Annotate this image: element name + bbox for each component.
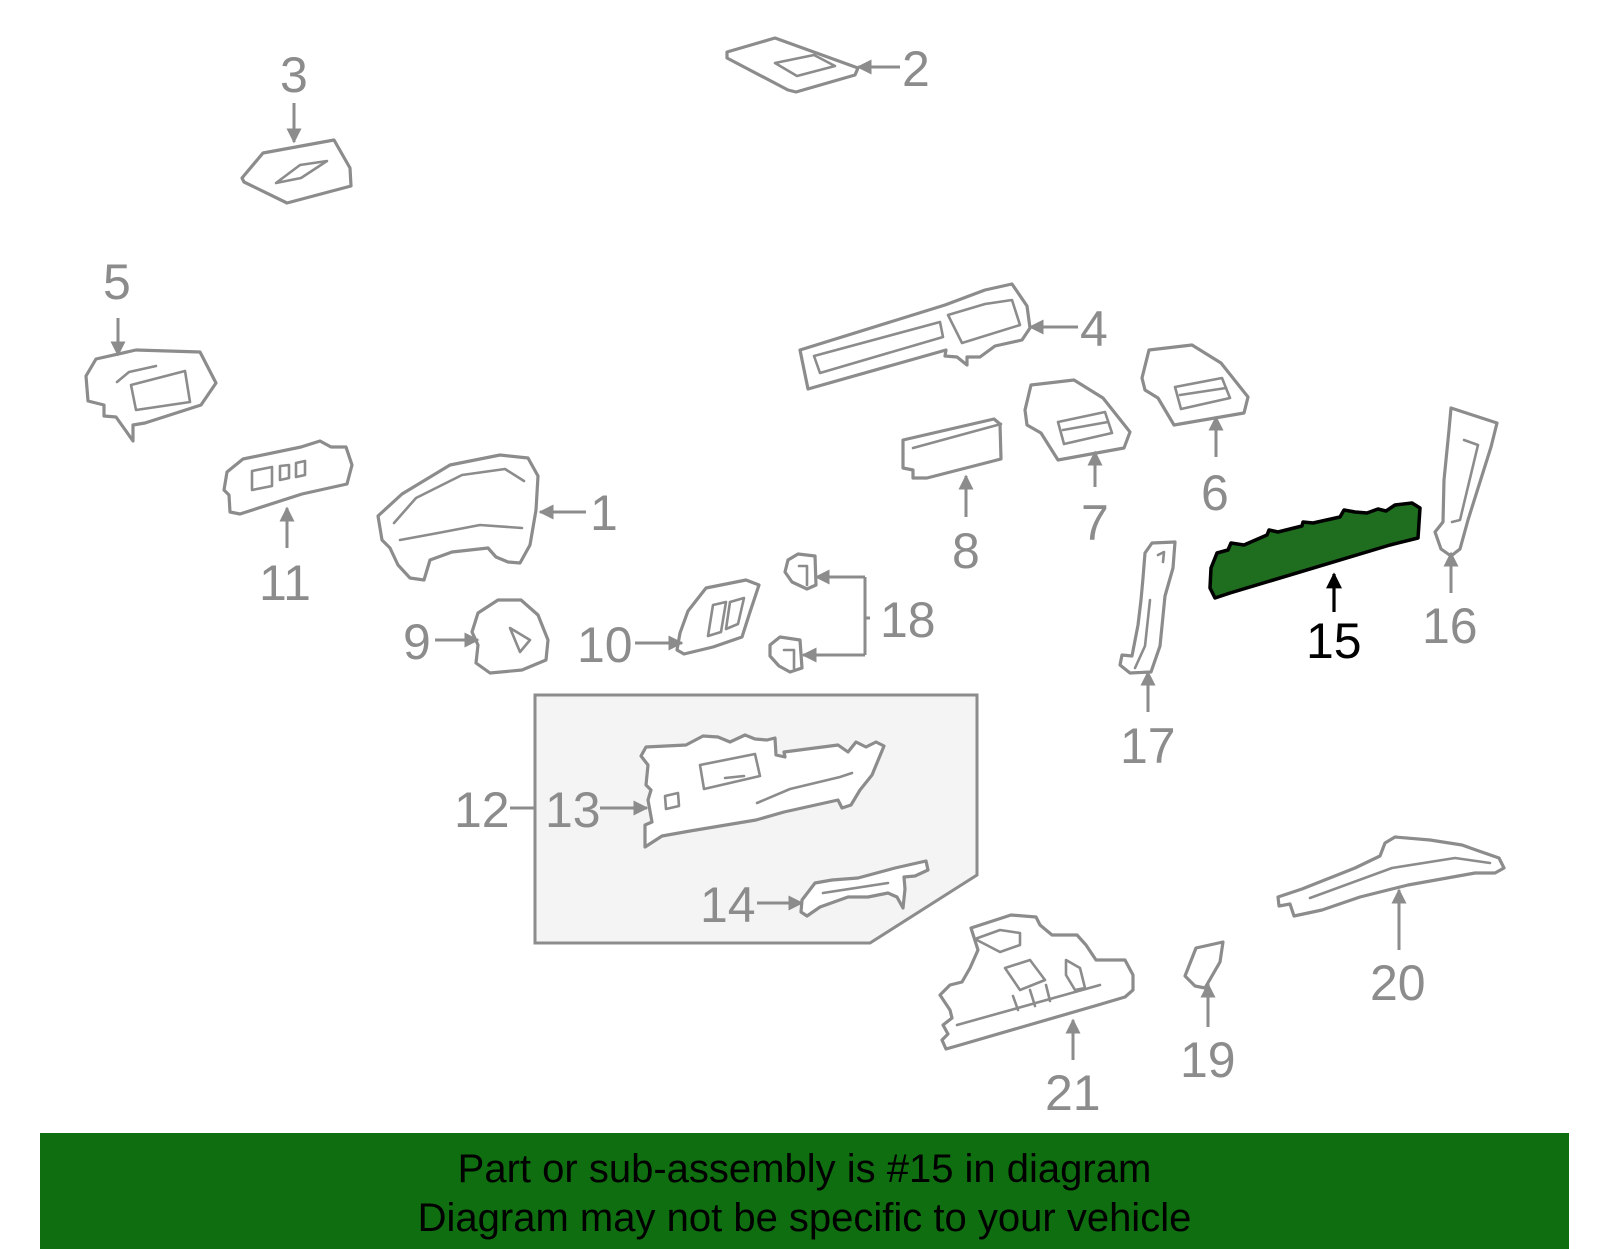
leader-lines	[110, 59, 1459, 1060]
part-16[interactable]	[1433, 406, 1499, 558]
part-21[interactable]	[938, 913, 1135, 1051]
callout-5: 5	[103, 254, 131, 310]
part-13[interactable]	[639, 733, 886, 849]
callout-18: 18	[880, 592, 936, 648]
callout-21: 21	[1045, 1065, 1101, 1121]
callout-20: 20	[1370, 955, 1426, 1011]
part-11[interactable]	[222, 439, 354, 516]
callout-14: 14	[700, 877, 756, 933]
part-7[interactable]	[1023, 378, 1132, 462]
part-9[interactable]	[470, 598, 550, 675]
part-15-highlighted[interactable]	[1208, 501, 1422, 600]
callout-8: 8	[952, 523, 980, 579]
part-18-clip-lower[interactable]	[768, 635, 804, 674]
part-20[interactable]	[1276, 835, 1506, 918]
callout-3: 3	[280, 47, 308, 103]
callout-17: 17	[1120, 718, 1176, 774]
part-19[interactable]	[1183, 940, 1225, 990]
part-17[interactable]	[1118, 540, 1177, 675]
callout-13: 13	[545, 782, 601, 838]
callout-9: 9	[403, 614, 431, 670]
callout-numbers: 1 2 3 4 5 6 7 8 9 10 11 12 13 14 15 16 1…	[103, 41, 1478, 1121]
callout-10: 10	[577, 617, 633, 673]
callout-11: 11	[259, 555, 311, 611]
part-6[interactable]	[1140, 343, 1250, 427]
part-1[interactable]	[376, 453, 540, 582]
callout-12: 12	[454, 782, 510, 838]
part-4[interactable]	[798, 282, 1032, 391]
part-10[interactable]	[675, 578, 761, 656]
part-5[interactable]	[84, 348, 218, 443]
part-3[interactable]	[240, 138, 353, 205]
callout-2: 2	[902, 41, 930, 97]
callout-19: 19	[1180, 1032, 1236, 1088]
part-2[interactable]	[725, 36, 860, 94]
callout-7: 7	[1081, 495, 1109, 551]
part-14[interactable]	[799, 859, 930, 918]
part-18-clip-upper[interactable]	[783, 552, 818, 591]
callout-1: 1	[590, 485, 618, 541]
info-banner: Part or sub-assembly is #15 in diagram D…	[40, 1133, 1569, 1249]
banner-line-1: Part or sub-assembly is #15 in diagram	[457, 1147, 1152, 1191]
callout-6: 6	[1201, 465, 1229, 521]
callout-15-highlighted: 15	[1306, 613, 1362, 669]
part-8[interactable]	[901, 417, 1003, 480]
callout-16: 16	[1422, 598, 1478, 654]
banner-line-2: Diagram may not be specific to your vehi…	[417, 1196, 1192, 1240]
callout-4: 4	[1080, 301, 1108, 357]
